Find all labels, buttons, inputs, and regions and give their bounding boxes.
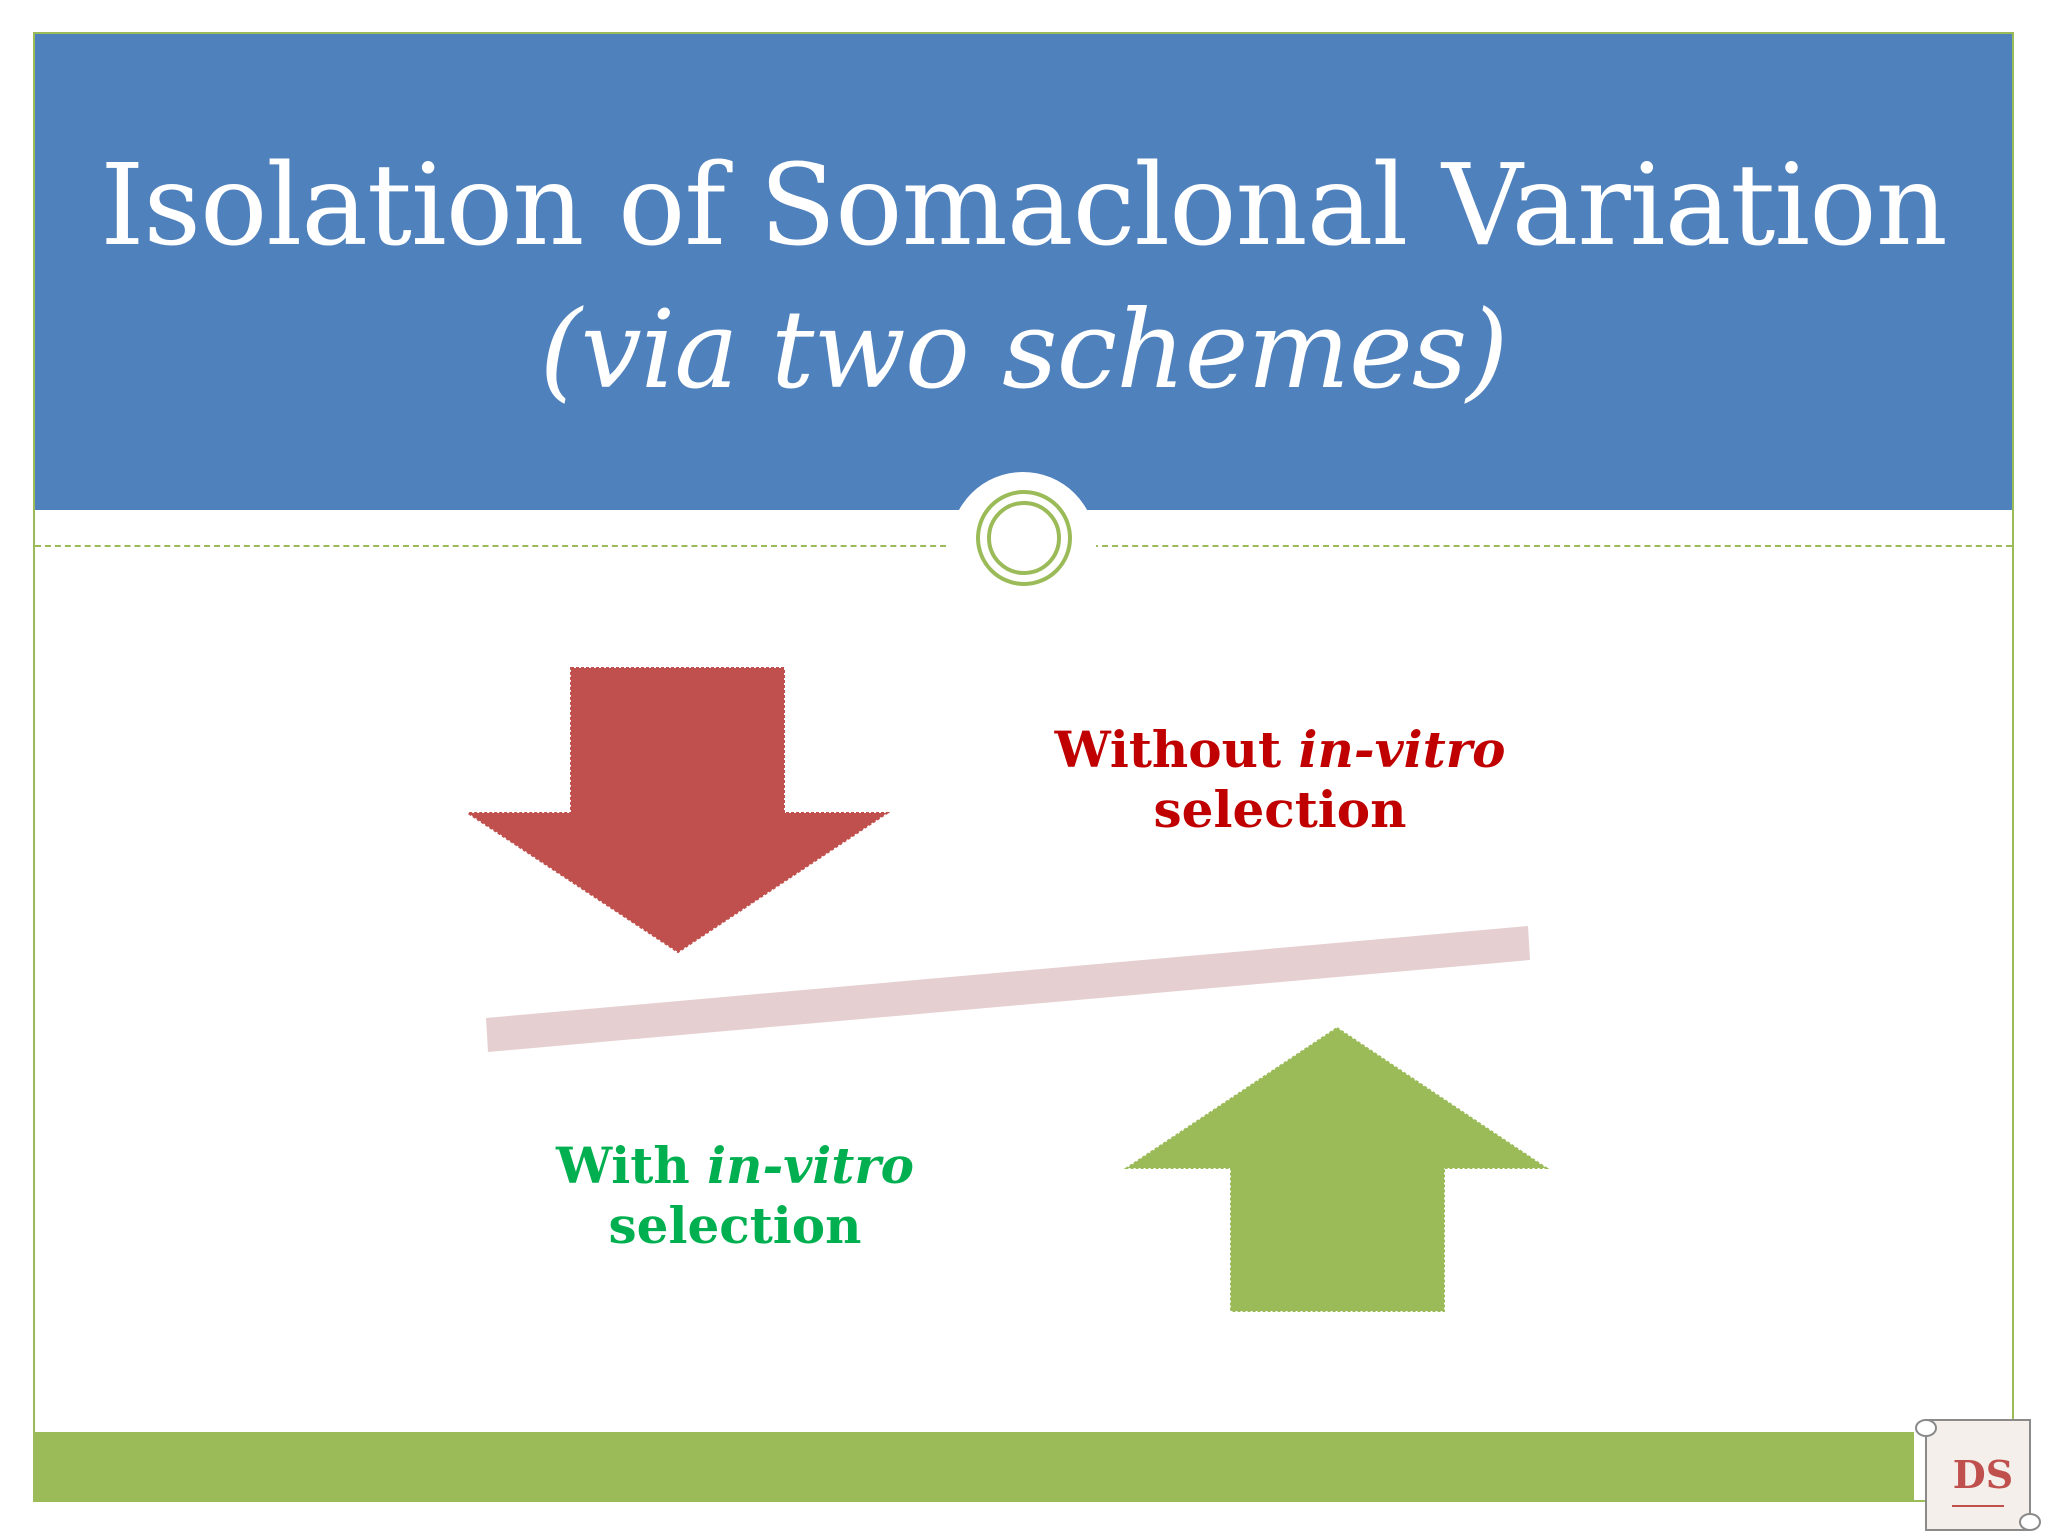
without-in-vitro-label: Without in-vitro selection: [1010, 720, 1550, 840]
with-in-vitro-label: With in-vitro selection: [520, 1136, 950, 1256]
slide-subtitle: (via two schemes): [539, 288, 1509, 413]
title-band: Isolation of Somaclonal Variation (via t…: [35, 34, 2012, 510]
scroll-logo-icon: [1915, 1419, 2041, 1531]
divider-dashed-right: [1092, 545, 2012, 547]
arrow-down-icon: [464, 667, 891, 954]
balance-beam: [486, 926, 1530, 1052]
without-label-italic: in-vitro: [1298, 720, 1506, 779]
divider-ring-outer: [976, 490, 1072, 586]
with-label-italic: in-vitro: [707, 1136, 915, 1195]
logo-text: DS: [1952, 1452, 2014, 1497]
without-label-prefix: Without: [1054, 720, 1299, 779]
bottom-accent-band: [35, 1432, 1914, 1500]
without-label-line2: selection: [1153, 780, 1407, 839]
arrow-up-icon: [1123, 1026, 1550, 1312]
divider-ring-inner: [987, 501, 1061, 575]
divider-dashed-left: [35, 545, 956, 547]
with-label-prefix: With: [555, 1136, 708, 1195]
slide-title: Isolation of Somaclonal Variation: [100, 141, 1948, 271]
with-label-line2: selection: [608, 1196, 862, 1255]
